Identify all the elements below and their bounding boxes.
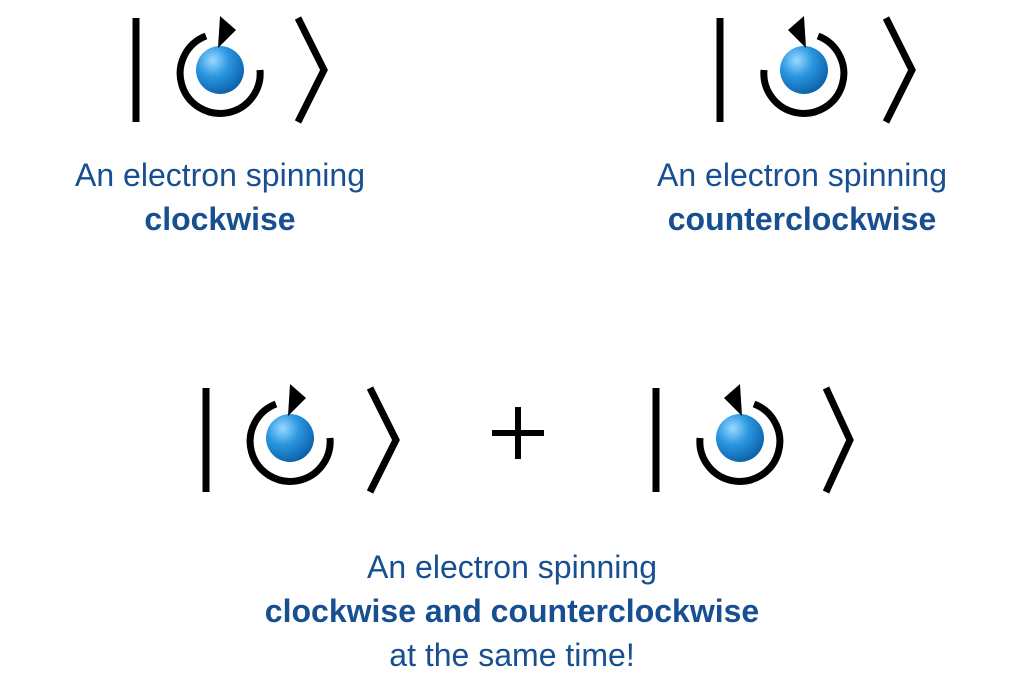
counterclockwise-arrow-icon	[696, 384, 784, 485]
clockwise-arrow-icon	[176, 16, 264, 117]
electron-icon	[780, 46, 828, 94]
caption-line: at the same time!	[389, 637, 635, 673]
caption-superposition: An electron spinning clockwise and count…	[212, 545, 812, 677]
ket-clockwise-bottom	[202, 384, 400, 494]
clockwise-arrow-icon	[246, 384, 334, 485]
ket-angle	[882, 16, 916, 124]
ket-counterclockwise-top	[716, 16, 916, 124]
caption-line: An electron spinning	[75, 157, 365, 193]
ket-angle	[366, 386, 400, 494]
caption-emphasis: counterclockwise	[667, 201, 937, 237]
caption-clockwise: An electron spinning clockwise	[40, 153, 400, 241]
ket-clockwise-top	[132, 16, 328, 124]
electron-icon	[196, 46, 244, 94]
caption-emphasis: clockwise	[144, 201, 296, 237]
ket-angle	[822, 386, 854, 494]
caption-counterclockwise: An electron spinning counterclockwise	[622, 153, 982, 241]
caption-line: An electron spinning	[367, 549, 657, 585]
ket-counterclockwise-bottom	[652, 384, 854, 494]
ket-angle	[294, 16, 328, 124]
electron-icon	[716, 414, 764, 462]
electron-icon	[266, 414, 314, 462]
caption-line: An electron spinning	[657, 157, 947, 193]
plus-icon	[492, 407, 544, 459]
caption-emphasis: clockwise and counterclockwise	[264, 593, 760, 629]
counterclockwise-arrow-icon	[760, 16, 848, 117]
